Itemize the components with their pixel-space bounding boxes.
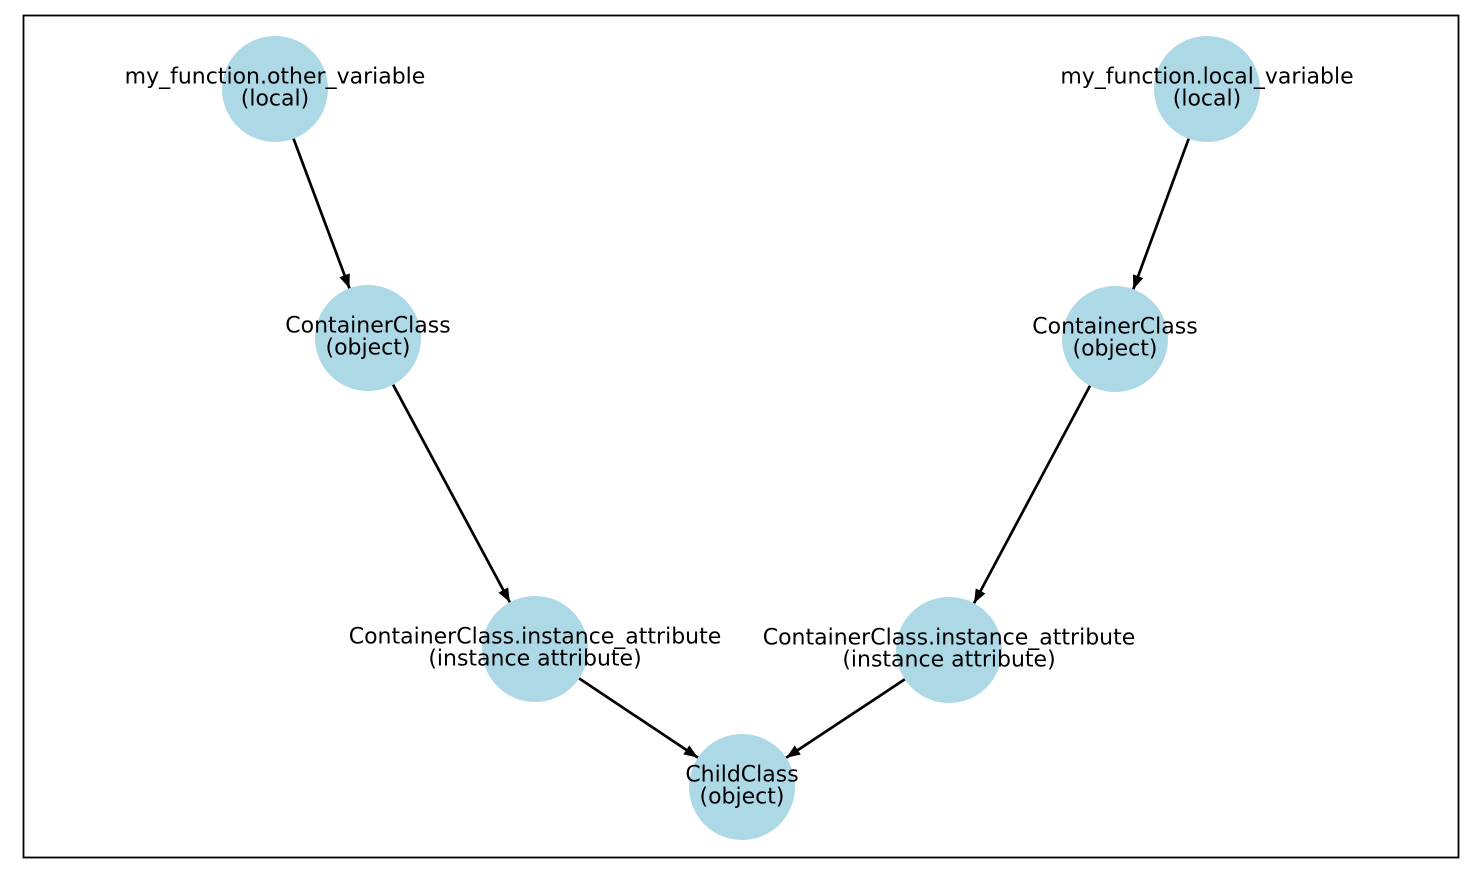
node-circle <box>1062 286 1168 392</box>
node-label: ContainerClass.instance_attribute(instan… <box>349 625 722 672</box>
node-circle <box>896 597 1002 703</box>
node-label: ChildClass(object) <box>685 763 798 810</box>
node-label: my_function.local_variable(local) <box>1060 65 1353 112</box>
node-label-name: ContainerClass <box>1032 315 1197 340</box>
node-label-type: (object) <box>700 785 785 810</box>
node-label-name: ContainerClass.instance_attribute <box>349 625 722 650</box>
nodes-layer: my_function.other_variable(local)my_func… <box>125 36 1354 840</box>
node-label: ContainerClass.instance_attribute(instan… <box>763 626 1136 673</box>
edge-containerclass-to-containerclass-instance-attribute <box>391 384 512 603</box>
edge-my-function-local-variable-to-containerclass <box>1132 138 1190 290</box>
edge-containerclass-to-containerclass-instance-attribute <box>972 385 1092 604</box>
node-label-name: ContainerClass.instance_attribute <box>763 626 1136 651</box>
node-label-name: my_function.local_variable <box>1060 65 1353 90</box>
node-circle <box>689 734 795 840</box>
node-containerclass: ContainerClass(object) <box>1032 286 1198 392</box>
node-label-type: (local) <box>1173 87 1241 112</box>
figure-frame <box>22 14 1460 859</box>
edge-containerclass-instance-attribute-to-childclass <box>785 678 906 759</box>
node-my-function-local-variable: my_function.local_variable(local) <box>1060 36 1354 142</box>
node-circle <box>482 596 588 702</box>
node-label-name: ChildClass <box>685 763 798 788</box>
node-circle <box>1154 36 1260 142</box>
node-label-type: (object) <box>326 336 411 361</box>
node-label: my_function.other_variable(local) <box>125 65 426 112</box>
node-label-type: (instance attribute) <box>428 647 641 672</box>
node-my-function-other-variable: my_function.other_variable(local) <box>125 36 426 142</box>
node-label-name: my_function.other_variable <box>125 65 426 90</box>
node-label: ContainerClass(object) <box>285 314 450 361</box>
node-childclass: ChildClass(object) <box>685 734 799 840</box>
node-label-type: (instance attribute) <box>842 648 1055 673</box>
node-label-name: ContainerClass <box>285 314 450 339</box>
node-containerclass: ContainerClass(object) <box>285 285 451 391</box>
node-label: ContainerClass(object) <box>1032 315 1197 362</box>
node-circle <box>315 285 421 391</box>
node-containerclass-instance-attribute: ContainerClass.instance_attribute(instan… <box>349 596 722 702</box>
node-containerclass-instance-attribute: ContainerClass.instance_attribute(instan… <box>763 597 1136 703</box>
node-label-type: (local) <box>241 87 309 112</box>
edges-layer <box>292 138 1190 759</box>
edge-my-function-other-variable-to-containerclass <box>292 138 351 289</box>
node-label-type: (object) <box>1073 337 1158 362</box>
node-circle <box>222 36 328 142</box>
edge-containerclass-instance-attribute-to-childclass <box>578 677 699 759</box>
